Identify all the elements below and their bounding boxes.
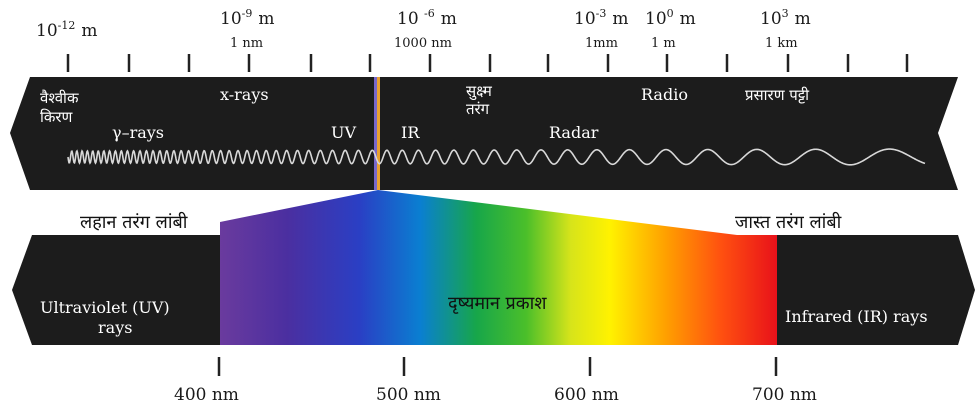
ir-label: IR xyxy=(401,123,420,142)
long-wavelength-label: जास्त तरंग लांबी xyxy=(735,211,842,233)
radio-label: Radio xyxy=(641,85,688,104)
uv-label: UV xyxy=(331,123,356,142)
svg-text:1 m: 1 m xyxy=(651,36,676,51)
svg-text:1000 nm: 1000 nm xyxy=(394,36,452,51)
microwave-label-line2: तरंग xyxy=(466,100,490,118)
em-band xyxy=(10,77,958,190)
svg-text:10-9m: 10-9m xyxy=(220,7,274,29)
svg-text:10 -6m: 10 -6m xyxy=(397,7,457,29)
uv-rays-label-line2: rays xyxy=(98,318,132,337)
svg-text:1 km: 1 km xyxy=(765,36,798,51)
svg-text:10-3m: 10-3m xyxy=(574,7,628,29)
cosmic-rays-label-line2: किरण xyxy=(40,108,74,126)
short-wavelength-label: लहान तरंग लांबी xyxy=(80,211,188,233)
cosmic-rays-label-line1: वैश्वीक xyxy=(40,89,79,107)
gamma-rays-label: γ–rays xyxy=(112,123,164,142)
nm-label-700: 700 nm xyxy=(752,385,817,405)
visible-light-label: दृष्यमान प्रकाश xyxy=(448,293,547,314)
radar-label: Radar xyxy=(549,123,599,142)
visible-spectrum xyxy=(220,235,777,345)
svg-text:1mm: 1mm xyxy=(585,36,618,51)
scale-ticks xyxy=(66,54,909,72)
nm-label-500: 500 nm xyxy=(376,385,441,405)
uv-rays-label-line1: Ultraviolet (UV) xyxy=(40,298,170,317)
ir-rays-label: Infrared (IR) rays xyxy=(785,307,928,326)
nm-label-600: 600 nm xyxy=(554,385,619,405)
xrays-label: x-rays xyxy=(220,85,269,104)
wave-line xyxy=(67,148,926,166)
nm-ticks xyxy=(217,357,778,376)
microwave-label-line1: सुक्ष्म xyxy=(466,82,493,101)
svg-text:10-12m: 10-12m xyxy=(36,19,97,41)
nm-label-400: 400 nm xyxy=(174,385,239,405)
svg-text:1 nm: 1 nm xyxy=(230,36,263,51)
broadcast-band-label: प्रसारण पट्टी xyxy=(745,86,810,104)
visible-slit xyxy=(374,77,377,190)
